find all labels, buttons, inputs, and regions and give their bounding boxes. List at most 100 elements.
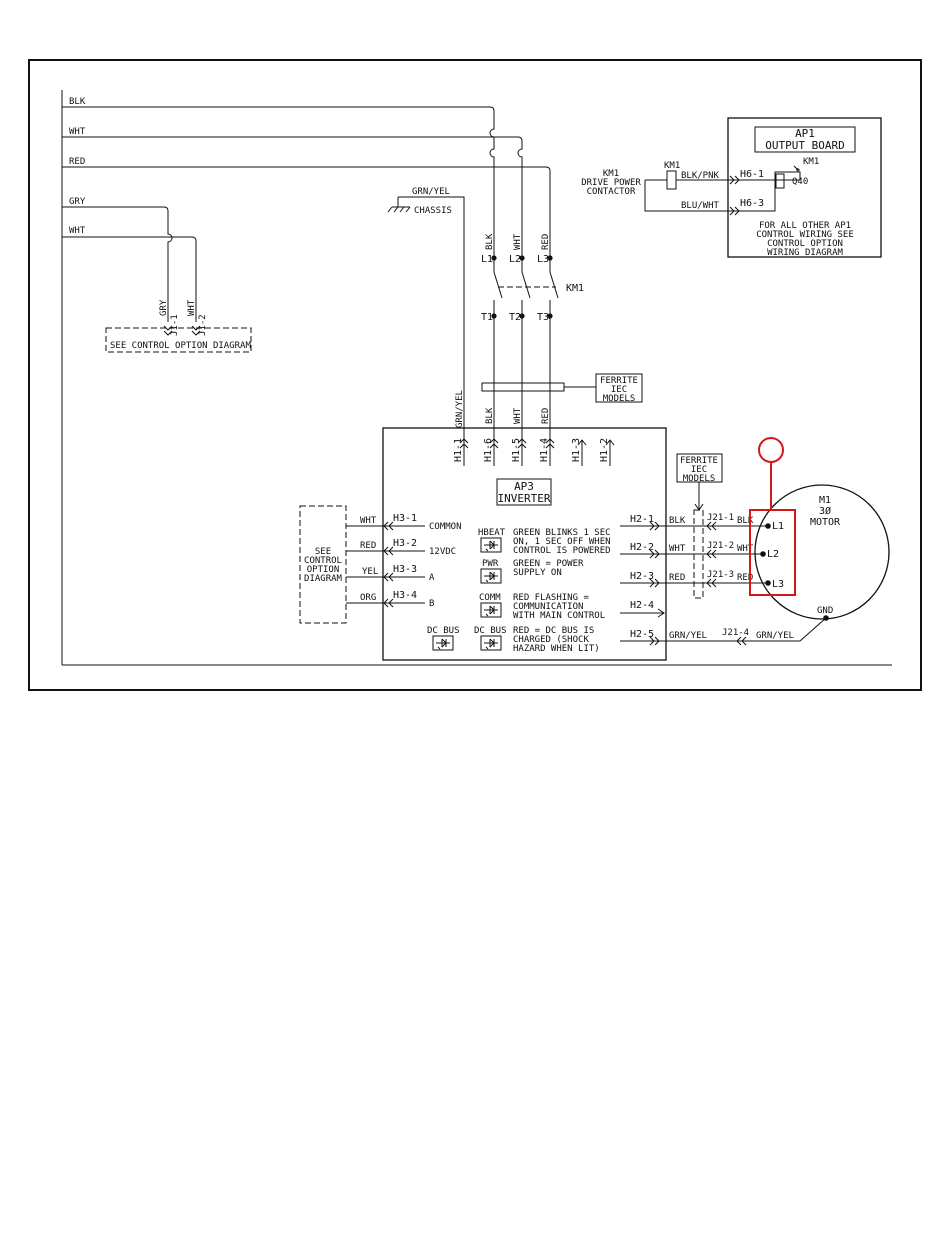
h2-wire-grn-yel: GRN/YEL [669, 631, 707, 641]
contactor-line-3: CONTACTOR [587, 187, 636, 197]
h2-2-label: H2-2 [630, 542, 654, 553]
km1-blk-label: BLK [485, 233, 495, 250]
h3-1-pin: H3-1 [393, 513, 417, 524]
wire-label-wht-2: WHT [69, 226, 86, 236]
ferrite-upper-line-1: FERRITE [600, 376, 638, 386]
highlight-box [749, 509, 796, 596]
h3-3-pin: H3-3 [393, 564, 417, 575]
h3-4-wire: ORG [360, 593, 376, 603]
led-pwr-icon [480, 568, 502, 584]
diagram-frame [28, 59, 922, 691]
km1-label: KM1 [566, 283, 584, 294]
highlight-callout-circle [758, 437, 784, 463]
j21-3-label: J21-3 [707, 570, 734, 580]
h2-1-label: H2-1 [630, 514, 654, 525]
km1-red-label: RED [541, 234, 551, 250]
chassis-ground: GRN/YEL CHASSIS [387, 187, 465, 448]
h3-4-pin: H3-4 [393, 590, 417, 601]
km1-t3-label: T3 [537, 312, 549, 323]
h3-1-wire: WHT [360, 516, 377, 526]
h2-wire-wht: WHT [669, 544, 686, 554]
relay-km1-label: KM1 [803, 157, 819, 167]
motor-terminal-l2: L2 [767, 549, 779, 560]
led-dcbus-line-1: RED = DC BUS IS [513, 626, 594, 636]
km1-t1-label: T1 [481, 312, 493, 323]
km1-wht-label: WHT [513, 233, 523, 250]
led-comm-line-2: COMMUNICATION [513, 602, 583, 612]
j21-2-label: J21-2 [707, 541, 734, 551]
h1-3-label: H1-3 [571, 438, 582, 462]
h3-2-signal: 12VDC [429, 547, 456, 557]
h1-1-label: H1-1 [453, 438, 464, 462]
h2-wire-blk: BLK [669, 516, 686, 526]
blk-pnk-label: BLK/PNK [681, 171, 720, 181]
h2-4-label: H2-4 [630, 600, 654, 611]
h3-3-signal: A [429, 573, 435, 583]
motor-wire-grn-yel: GRN/YEL [756, 631, 794, 641]
km1-l3-label: L3 [537, 254, 549, 265]
ferrite-lower-line-2: IEC [691, 465, 707, 475]
wire-label-wht: WHT [69, 127, 86, 137]
led-hbeat-line-3: CONTROL IS POWERED [513, 546, 611, 556]
ap3-title-box [496, 478, 552, 506]
ap1-box [727, 117, 882, 258]
contactor-line-1: KM1 [603, 169, 619, 179]
j1-1-label: J1-1 [170, 314, 180, 336]
control-option-left-line-2: CONTROL [304, 556, 342, 566]
contactor-line-2: DRIVE POWER [581, 178, 641, 188]
control-option-left-line-4: DIAGRAM [304, 574, 343, 584]
gry-vert-label: GRY [159, 299, 169, 316]
grn-yel-label: GRN/YEL [412, 187, 450, 197]
control-option-left-line-1: SEE [315, 547, 331, 557]
blu-wht-label: BLU/WHT [681, 201, 720, 211]
h1-4-label: H1-4 [539, 438, 550, 462]
motor-label-line-3: MOTOR [810, 517, 841, 528]
led-hbeat-line-2: ON, 1 SEC OFF WHEN [513, 537, 611, 547]
ferrite-lower-line-1: FERRITE [680, 456, 718, 466]
ap3-inverter: AP3 INVERTER [382, 427, 667, 661]
ap3-blk-label: BLK [485, 407, 495, 424]
wire-label-blk: BLK [69, 97, 86, 107]
control-option-connector-top: GRY J1-1 WHT J1-2 SEE CONTROL OPTION DIA… [105, 299, 252, 353]
see-control-option-label: SEE CONTROL OPTION DIAGRAM [110, 341, 251, 351]
j21-1-label: J21-1 [707, 513, 734, 523]
h1-5-label: H1-5 [511, 438, 522, 462]
ap3-box [382, 427, 667, 661]
ap1-title-line-1: AP1 [795, 127, 815, 140]
led-comm-line-1: RED FLASHING = [513, 593, 589, 603]
h3-2-wire: RED [360, 541, 376, 551]
h2-wire-red: RED [669, 573, 685, 583]
h6-1-label: H6-1 [740, 169, 764, 180]
see-control-option-box [105, 327, 252, 353]
j21-4-label: J21-4 [722, 628, 749, 638]
km1-coil-label: KM1 [664, 161, 680, 171]
h2-3-label: H2-3 [630, 571, 654, 582]
ap1-note-line-4: WIRING DIAGRAM [767, 248, 843, 258]
motor-terminal-l1: L1 [772, 521, 784, 532]
h3-1-signal: COMMON [429, 522, 462, 532]
led-dcbus-line-2: CHARGED (SHOCK [513, 635, 589, 645]
dc-bus-left-icon [432, 635, 454, 651]
motor-label-line-1: M1 [819, 495, 831, 506]
ferrite-upper-line-3: MODELS [603, 394, 636, 404]
ap3-left-pins: SEE CONTROL OPTION DIAGRAM WHT H3-1 COMM… [299, 505, 462, 624]
ap3-leds: HBEAT GREEN BLINKS 1 SEC ON, 1 SEC OFF W… [427, 528, 611, 654]
led-hbeat-line-1: GREEN BLINKS 1 SEC [513, 528, 611, 538]
wire-label-red: RED [69, 157, 85, 167]
motor-wire-wht: WHT [737, 544, 754, 554]
dc-bus-left-label: DC BUS [427, 626, 460, 636]
input-wires: BLK WHT RED GRY WHT [62, 97, 551, 322]
motor-terminal-l3: L3 [772, 579, 784, 590]
km1-contactor: BLK WHT RED L1 L2 L3 KM1 T1 T2 T3 [481, 233, 584, 448]
motor-wire-red: RED [737, 573, 753, 583]
ap3-title-line-2: INVERTER [498, 492, 551, 505]
ap1-note-line-1: FOR ALL OTHER AP1 [759, 221, 851, 231]
led-dcbus-name: DC BUS [474, 626, 507, 636]
relay-q40-label: Q40 [792, 177, 808, 187]
motor-gnd-label: GND [817, 606, 833, 616]
h3-4-signal: B [429, 599, 434, 609]
km1-t2-label: T2 [509, 312, 521, 323]
led-pwr-line-2: SUPPLY ON [513, 568, 562, 578]
ap1-output-board: AP1 OUTPUT BOARD KM1 KM1 DRIVE POWER CON… [581, 117, 882, 258]
led-pwr-name: PWR [482, 559, 499, 569]
